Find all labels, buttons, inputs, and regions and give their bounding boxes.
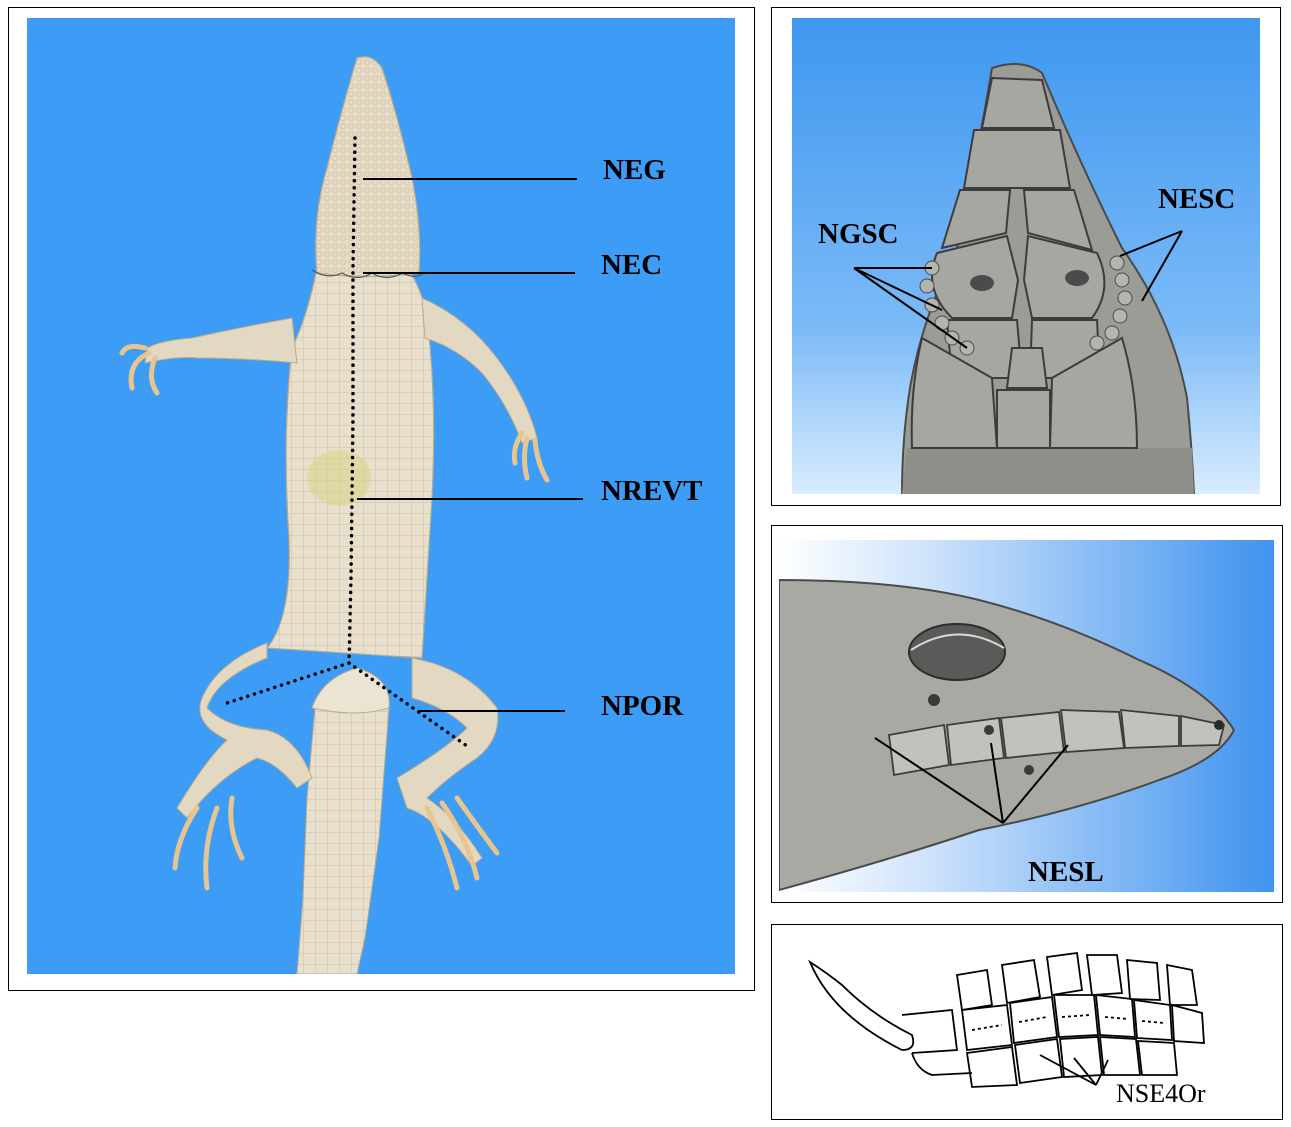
panel-toe-drawing: NSE4Or [771,924,1283,1120]
left-hind-limb [177,643,312,818]
label-nec: NEC [601,251,662,280]
lateral-head-photo [779,540,1274,892]
label-nesl: NESL [1028,858,1104,887]
head [316,57,420,277]
lateral-head-illustration [779,540,1274,892]
panel-lateral-head: NESL [771,525,1283,903]
dorsal-head-photo [792,18,1260,494]
right-fore-limb [422,298,537,443]
label-neg: NEG [603,156,666,185]
label-nesc: NESC [1158,185,1235,214]
panel-dorsal-head: NGSC NESC [771,7,1281,506]
left-fore-limb [145,318,297,363]
dorsal-head-illustration [792,18,1260,494]
label-nse4or: NSE4Or [1116,1081,1206,1107]
tail [297,708,389,974]
panel-ventral-view: NEG NEC NREVT NPOR [8,7,755,991]
label-ngsc: NGSC [818,220,899,249]
label-npor: NPOR [601,692,683,721]
label-nrevt: NREVT [601,477,703,506]
